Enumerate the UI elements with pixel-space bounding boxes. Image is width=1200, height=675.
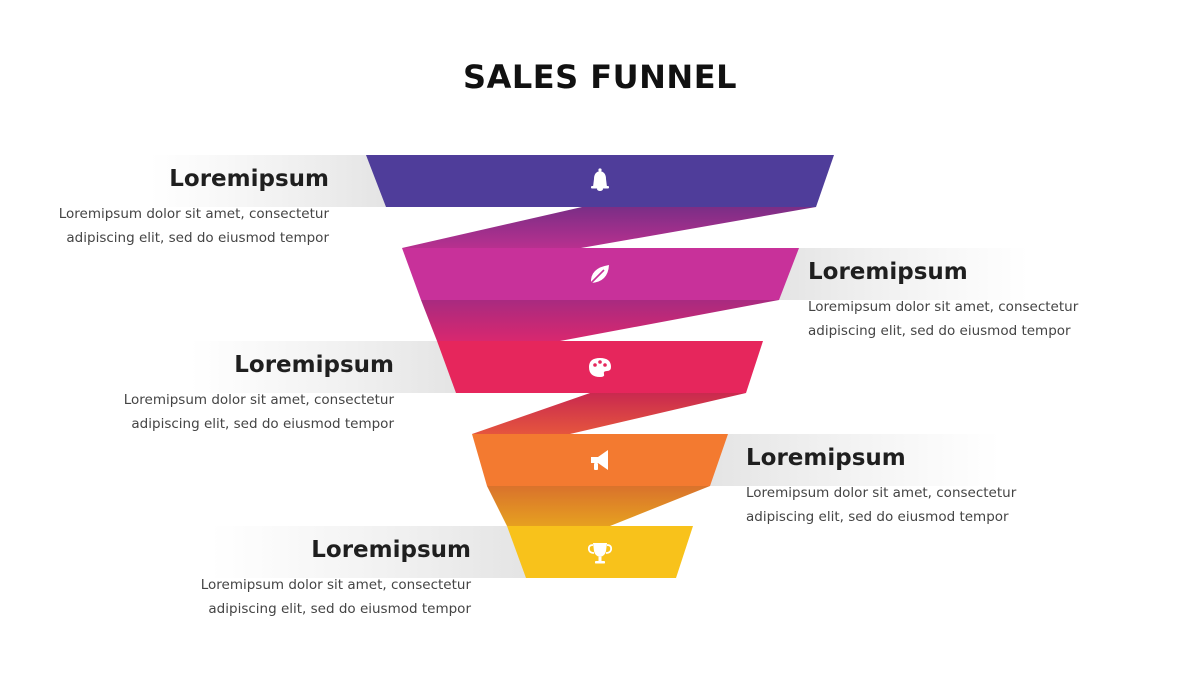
stage-5-heading: Loremipsum (311, 537, 471, 563)
label-shadow-1 (150, 155, 386, 207)
page-title: SALES FUNNEL (463, 58, 737, 96)
stage-1-desc-line1: Loremipsum dolor sit amet, consectetur (58, 206, 329, 222)
stage-1-label: Loremipsum Loremipsum dolor sit amet, co… (59, 166, 329, 250)
palette-icon (589, 358, 611, 377)
label-shadow-3 (190, 341, 456, 393)
label-shadow-4 (710, 434, 1000, 486)
leaf-icon (589, 265, 609, 285)
stage-1-desc-line2: adipiscing elit, sed do eiusmod tempor (66, 230, 329, 246)
stage-5-desc-line1: Loremipsum dolor sit amet, consectetur (200, 577, 471, 593)
stage-4-desc-line1: Loremipsum dolor sit amet, consectetur (746, 485, 1017, 501)
funnel-connector-1 (402, 207, 816, 248)
stage-4-heading: Loremipsum (746, 445, 906, 471)
stage-3-desc-line1: Loremipsum dolor sit amet, consectetur (123, 392, 394, 408)
stage-4-label: Loremipsum Loremipsum dolor sit amet, co… (746, 445, 1016, 529)
stage-1-heading: Loremipsum (169, 166, 329, 192)
bell-icon (591, 168, 609, 191)
megaphone-icon (591, 450, 608, 470)
stage-4-desc-line2: adipiscing elit, sed do eiusmod tempor (746, 509, 1009, 525)
stage-2-label: Loremipsum Loremipsum dolor sit amet, co… (808, 259, 1078, 343)
stage-3-heading: Loremipsum (234, 352, 394, 378)
funnel-connector-2 (421, 300, 779, 341)
stage-5-desc-line2: adipiscing elit, sed do eiusmod tempor (208, 601, 471, 617)
trophy-icon (587, 543, 613, 564)
stage-3-desc-line2: adipiscing elit, sed do eiusmod tempor (131, 416, 394, 432)
stage-3-label: Loremipsum Loremipsum dolor sit amet, co… (124, 352, 394, 436)
stage-2-heading: Loremipsum (808, 259, 968, 285)
stage-5-label: Loremipsum Loremipsum dolor sit amet, co… (201, 537, 471, 621)
label-shadow-2 (779, 248, 1029, 300)
stage-2-desc-line1: Loremipsum dolor sit amet, consectetur (808, 299, 1079, 315)
funnel-connector-3 (472, 393, 746, 434)
stage-2-desc-line2: adipiscing elit, sed do eiusmod tempor (808, 323, 1071, 339)
funnel-connector-4 (487, 486, 710, 526)
label-shadow-5 (210, 526, 526, 578)
